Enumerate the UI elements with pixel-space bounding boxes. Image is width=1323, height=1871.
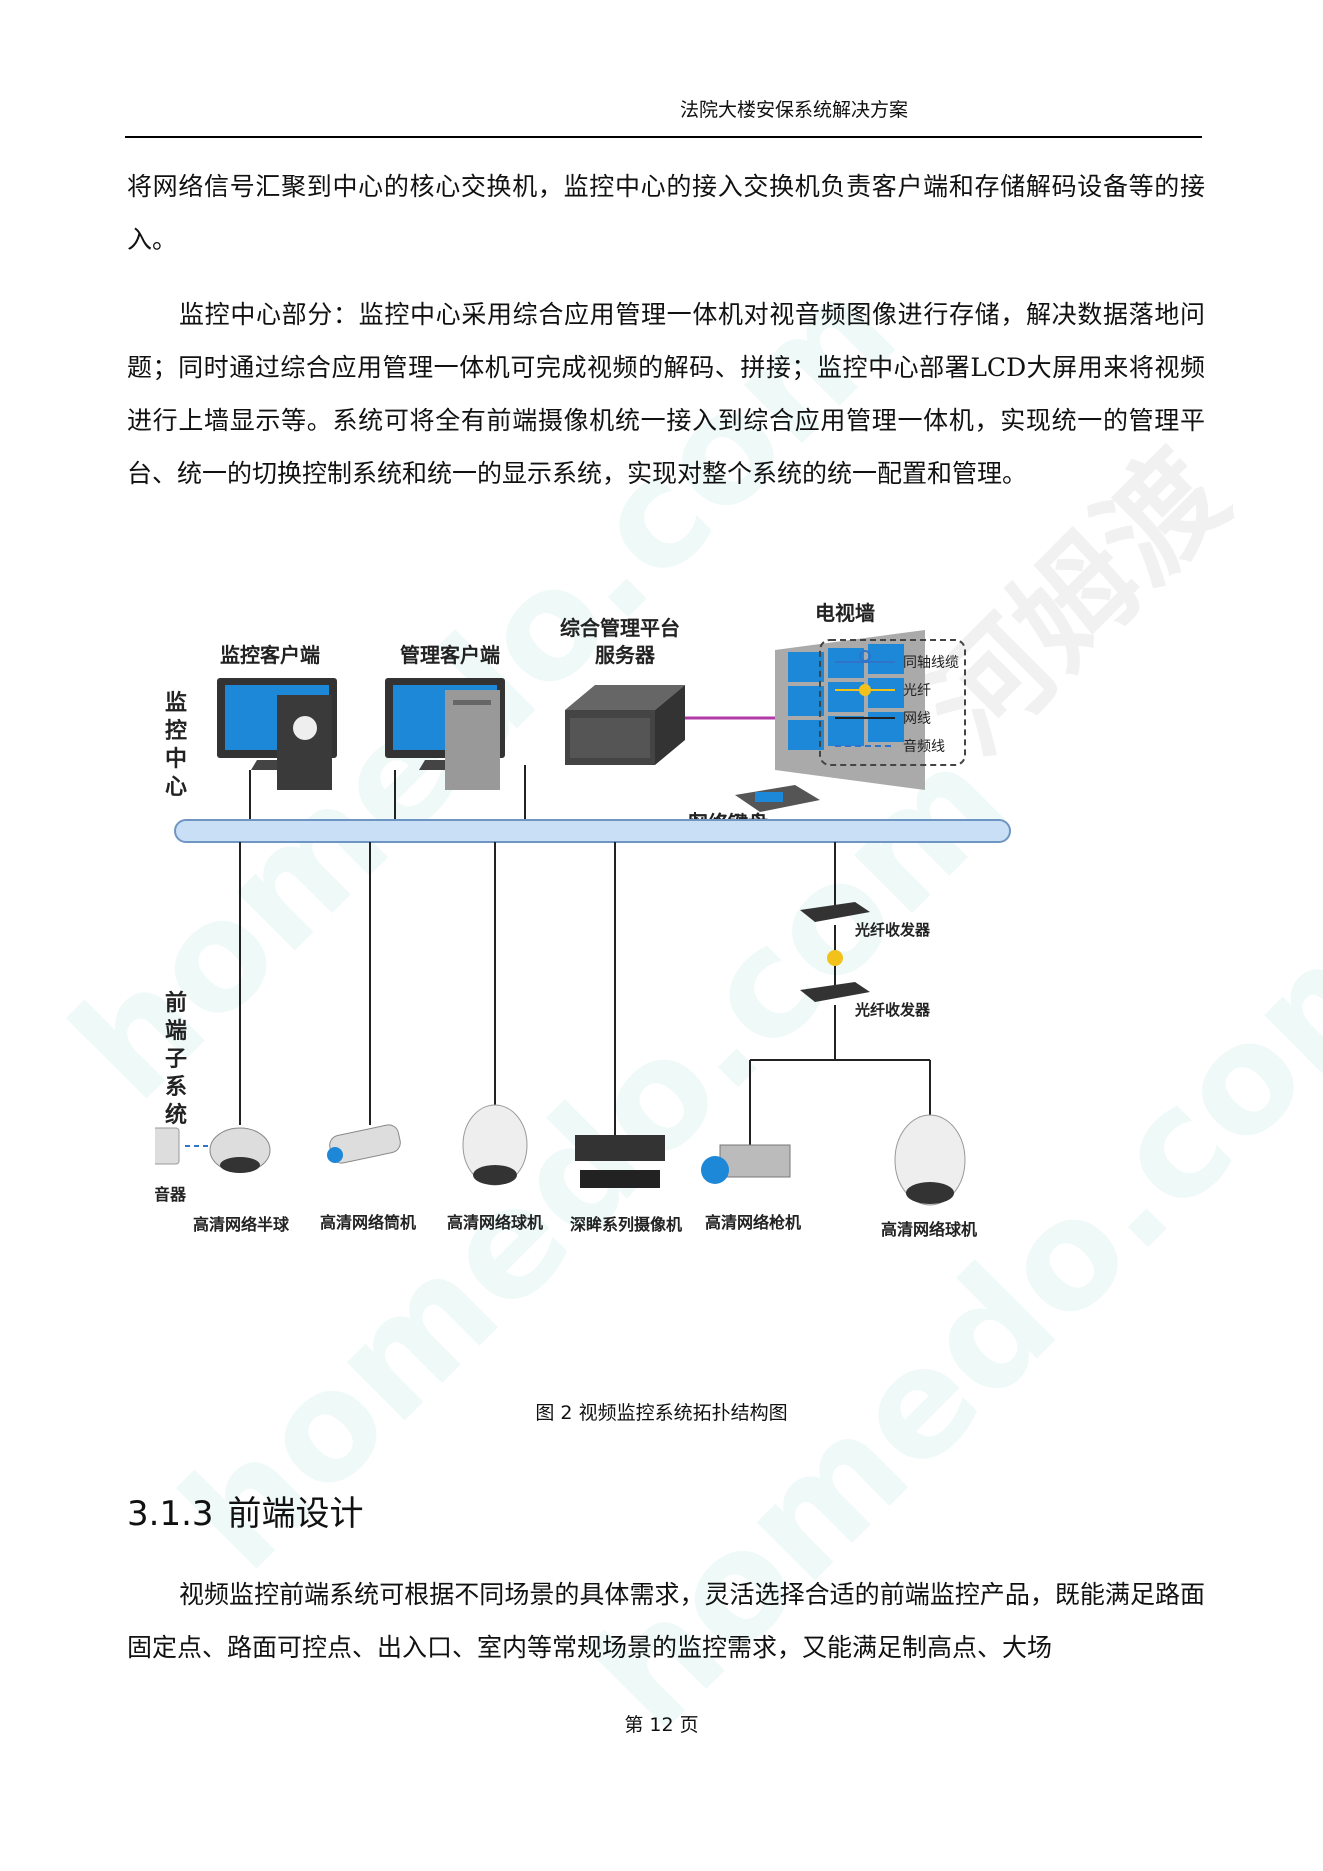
label-tv-wall: 电视墙 [815, 601, 875, 625]
coax-symbol-icon [859, 650, 871, 662]
deep-eye-camera-icon [575, 1135, 665, 1188]
label-speed-dome-2: 高清网络球机 [881, 1220, 977, 1239]
zone-center-char: 中 [165, 747, 187, 772]
paragraph-3: 视频监控前端系统可根据不同场景的具体需求，灵活选择合适的前端监控产品，既能满足路… [127, 1580, 1205, 1662]
pickup-icon [155, 1127, 180, 1165]
zone-center-char: 监 [165, 690, 187, 716]
legend-network: 网线 [903, 711, 931, 727]
fiber-transceiver-top-icon [800, 902, 870, 922]
front-links [239, 842, 931, 1150]
zone-front-char: 前 [165, 990, 187, 1016]
manage-client-pc-icon [385, 678, 505, 790]
speed-dome-2-icon [894, 1114, 966, 1206]
monitor-client-pc-icon [217, 678, 337, 790]
tv-wall-icon [775, 630, 925, 790]
zone-center-char: 心 [165, 775, 187, 800]
label-fiber-transceiver-bottom: 光纤收发器 [854, 1001, 931, 1019]
legend-box: 同轴线缆 光纤 网线 音频线 [819, 639, 966, 766]
figure-caption: 图 2 视频监控系统拓扑结构图 [0, 1398, 1323, 1425]
section-number: 3.1.3 [127, 1494, 214, 1534]
fiber-junction-icon [827, 950, 843, 966]
label-speed-dome: 高清网络球机 [447, 1213, 543, 1232]
label-dome-half: 高清网络半球 [193, 1215, 290, 1234]
topology-diagram: 监 控 中 心 前 端 子 系 统 监控客户端 管理客户端 综合管理平台 服务器… [155, 601, 1011, 1239]
label-deep-eye: 深眸系列摄像机 [570, 1215, 682, 1234]
paragraph-1: 将网络信号汇聚到中心的核心交换机，监控中心的接入交换机负责客户端和存储解码设备等… [127, 172, 1205, 254]
legend-fiber: 光纤 [903, 683, 931, 699]
label-monitor-client: 监控客户端 [220, 643, 320, 667]
page-number: 第 12 页 [624, 1714, 699, 1736]
platform-server-icon [565, 685, 685, 765]
zone-center-char: 控 [165, 718, 187, 744]
section-title: 前端设计 [227, 1494, 364, 1534]
zone-front-char: 统 [165, 1102, 187, 1128]
zone-label-front: 前 端 子 系 统 [165, 990, 187, 1128]
fiber-transceiver-bottom-icon [800, 982, 870, 1002]
label-platform-server-2: 服务器 [595, 643, 656, 667]
network-keyboard-icon [735, 785, 820, 812]
label-fiber-transceiver-top: 光纤收发器 [854, 921, 931, 939]
speed-dome-icon [462, 1104, 528, 1186]
core-network-bus [174, 819, 1011, 843]
paragraph-2: 监控中心部分：监控中心采用综合应用管理一体机对视音频图像进行存储，解决数据落地问… [127, 300, 1205, 488]
fiber-symbol-icon [859, 684, 871, 696]
bullet-camera-icon [327, 1124, 401, 1164]
label-bullet: 高清网络筒机 [320, 1213, 416, 1232]
figure-caption-label: 图 2 [535, 1402, 573, 1424]
dome-camera-icon [209, 1127, 271, 1173]
header-rule [125, 136, 1202, 138]
legend-audio: 音频线 [903, 738, 945, 755]
section-heading: 3.1.3 前端设计 [127, 1486, 378, 1535]
zone-front-char: 子 [165, 1047, 187, 1072]
label-box-camera: 高清网络枪机 [705, 1213, 801, 1232]
figure-caption-text: 视频监控系统拓扑结构图 [578, 1402, 788, 1424]
legend-coax: 同轴线缆 [903, 655, 959, 671]
zone-front-char: 端 [165, 1019, 187, 1044]
page-header-title: 法院大楼安保系统解决方案 [680, 99, 909, 121]
box-camera-icon [701, 1144, 791, 1184]
label-manage-client: 管理客户端 [400, 643, 500, 667]
zone-label-center: 监 控 中 心 [165, 690, 187, 800]
center-links [249, 765, 696, 820]
label-platform-server-1: 综合管理平台 [560, 616, 680, 640]
label-pickup: 拾音器 [155, 1185, 187, 1204]
zone-front-char: 系 [165, 1075, 187, 1100]
